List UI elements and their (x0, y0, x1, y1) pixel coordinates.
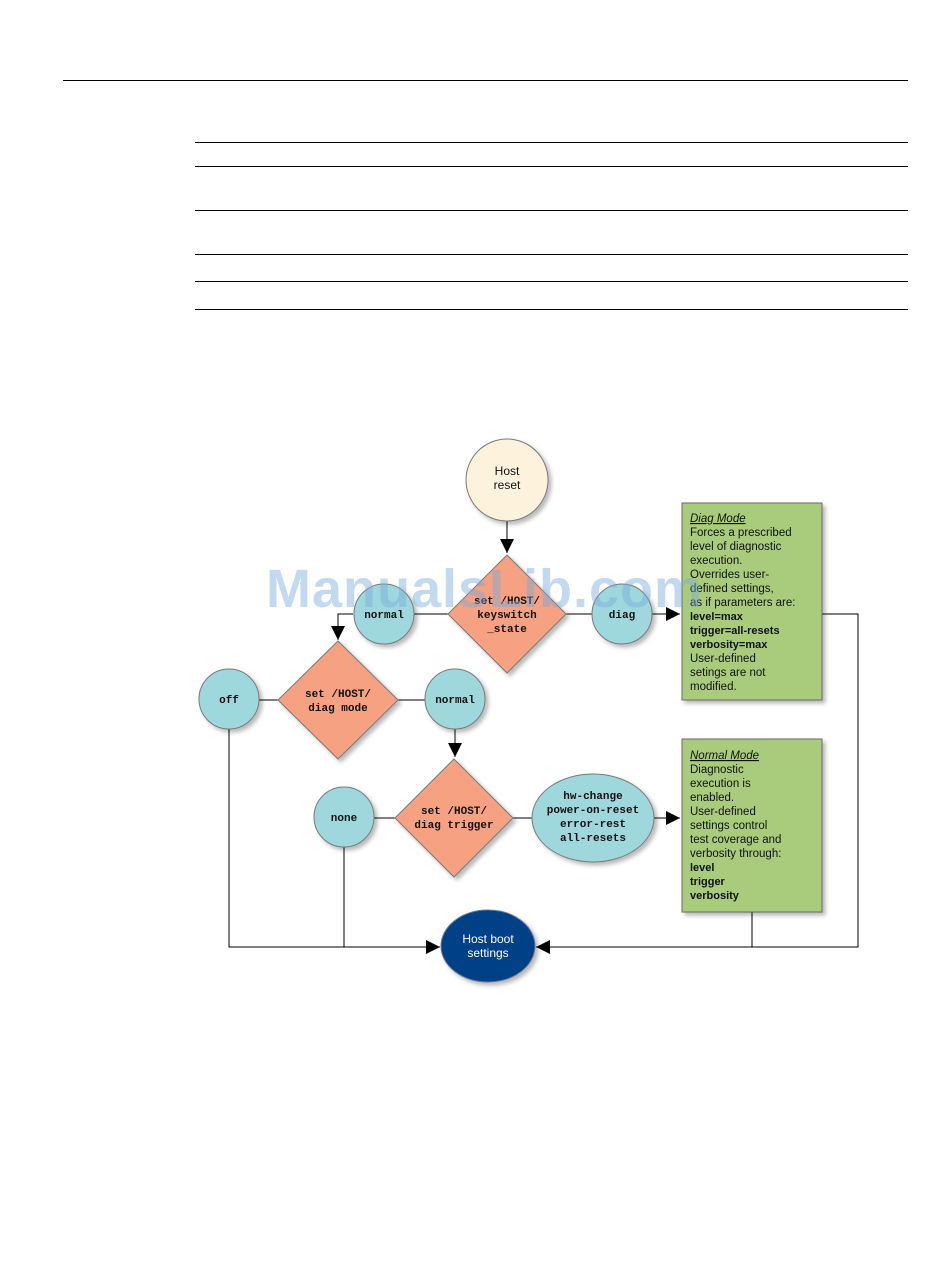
diag-mode-note-lines: Forces a prescribed level of diagnostic ex… (690, 527, 795, 693)
diag-mode-note-line: trigger=all-resets (690, 625, 780, 637)
normal-mode-note-line: User-defined (690, 806, 756, 818)
trigger-none-label: none (331, 813, 358, 825)
host-boot-settings-label-1: Host boot (462, 932, 514, 946)
connectors (228, 521, 859, 954)
diag-mode-normal-circle (424, 668, 486, 730)
table-rule-2 (195, 166, 908, 167)
trigger-option-error-rest: error-rest (560, 819, 626, 831)
keyswitch-label-2: keyswitch (477, 610, 536, 622)
trigger-none-node: none (313, 786, 375, 848)
host-reset-label-2: reset (494, 478, 521, 492)
normal-mode-note-title: Normal Mode (690, 750, 759, 762)
diag-mode-off-label: off (219, 695, 239, 707)
diag-mode-note-line: defined settings, (690, 583, 774, 595)
normal-mode-note-line: Diagnostic (690, 764, 744, 776)
diag-mode-note-line: execution. (690, 555, 742, 567)
host-boot-settings-ellipse (440, 909, 536, 983)
diag-mode-normal-node: normal (424, 668, 486, 730)
keyswitch-diag-label: diag (609, 610, 635, 622)
keyswitch-diamond (447, 554, 567, 674)
keyswitch-normal-circle (353, 583, 415, 645)
table-rule-1 (195, 142, 908, 143)
keyswitch-diag-circle (591, 583, 653, 645)
header-rule (63, 80, 908, 81)
keyswitch-label-3: _state (486, 624, 527, 636)
trigger-options-ellipse (531, 773, 655, 863)
normal-mode-note-line: level (690, 862, 714, 874)
normal-mode-note-line: enabled. (690, 792, 734, 804)
keyswitch-label-1: set /HOST/ (474, 596, 540, 608)
connector-normal-to-diagmode (331, 613, 353, 640)
normal-mode-note-line: settings control (690, 820, 767, 832)
host-boot-settings-label-2: settings (467, 946, 508, 960)
diag-mode-note-title: Diag Mode (690, 513, 746, 525)
diag-mode-note-line: Overrides user- (690, 569, 769, 581)
diag-mode-label-1: set /HOST/ (305, 689, 371, 701)
keyswitch-normal-node: normal (353, 583, 415, 645)
connector-off-to-end (228, 729, 440, 954)
normal-mode-note-lines: Diagnostic execution is enabled. User-defin… (690, 764, 781, 902)
diag-mode-note-line: setings are not (690, 667, 766, 679)
diag-mode-note-line: as if parameters are: (690, 597, 795, 609)
normal-mode-note-box (681, 738, 823, 913)
diag-trigger-decision-node: set /HOST/ diag trigger (394, 758, 514, 878)
trigger-option-hw-change: hw-change (563, 791, 623, 803)
diag-mode-decision-node: set /HOST/ diag mode (277, 640, 399, 760)
diag-trigger-diamond (394, 758, 514, 878)
host-reset-label-1: Host (495, 464, 520, 478)
host-boot-settings-node: Host boot settings (440, 909, 536, 983)
normal-mode-note-line: verbosity through: (690, 848, 781, 860)
table-rule-4 (195, 254, 908, 255)
trigger-options-node: hw-change power-on-reset error-rest all-… (531, 773, 655, 863)
normal-mode-note-line: test coverage and (690, 834, 781, 846)
diag-trigger-label-2: diag trigger (414, 820, 493, 832)
keyswitch-normal-label: normal (364, 610, 404, 622)
diag-mode-normal-label: normal (435, 695, 475, 707)
table-rule-5 (195, 281, 908, 282)
keyswitch-diag-node: diag (591, 583, 653, 645)
diag-mode-off-node: off (198, 668, 260, 730)
normal-mode-note: Normal Mode Diagnostic execution is enable… (681, 738, 823, 913)
diag-mode-note-box (681, 502, 823, 701)
normal-mode-note-line: trigger (690, 876, 726, 888)
diag-mode-note: Diag Mode Forces a prescribed level of di… (681, 502, 823, 701)
diag-mode-label-2: diag mode (308, 703, 368, 715)
diag-mode-off-circle (198, 668, 260, 730)
host-reset-node: Host reset (465, 438, 549, 522)
table-rule-6 (195, 309, 908, 310)
diag-mode-note-line: level of diagnostic (690, 541, 782, 553)
trigger-option-all-resets: all-resets (560, 833, 626, 845)
diag-trigger-label-1: set /HOST/ (421, 806, 487, 818)
diag-mode-note-line: verbosity=max (690, 639, 768, 651)
table-rule-3 (195, 210, 908, 211)
normal-mode-note-line: verbosity (690, 890, 740, 902)
diag-mode-note-line: Forces a prescribed (690, 527, 792, 539)
keyswitch-decision-node: set /HOST/ keyswitch _state (447, 554, 567, 674)
connector-diagnote-to-end (536, 613, 859, 954)
diag-mode-note-line: User-defined (690, 653, 756, 665)
normal-mode-note-line: execution is (690, 778, 751, 790)
diag-mode-note-line: modified. (690, 681, 737, 693)
host-reset-circle (465, 438, 549, 522)
trigger-none-circle (313, 786, 375, 848)
trigger-option-power-on-reset: power-on-reset (547, 805, 639, 817)
diag-mode-diamond (277, 640, 399, 760)
diag-mode-note-line: level=max (690, 611, 744, 623)
